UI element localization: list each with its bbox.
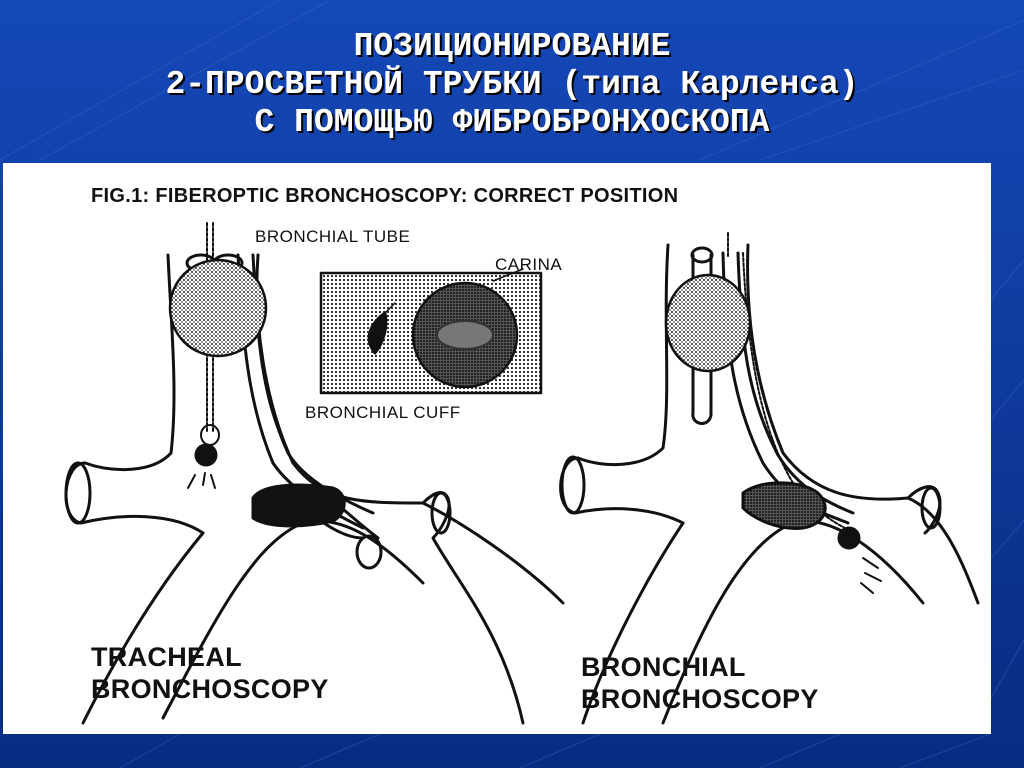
bronchoscopy-illustration (64, 222, 980, 725)
left-panel-label-line-2: BRONCHOSCOPY (91, 674, 329, 704)
left-panel-label: TRACHEAL BRONCHOSCOPY (91, 641, 329, 705)
right-panel-label-line-1: BRONCHIAL (581, 652, 746, 682)
label-carina: CARINA (495, 255, 563, 274)
figure-panel: FIG.1: FIBEROPTIC BRONCHOSCOPY: CORRECT … (3, 163, 991, 734)
left-tracheal-cuff (168, 258, 268, 358)
right-panel-label: BRONCHIAL BRONCHOSCOPY (581, 651, 819, 715)
left-bronchial-cuff (251, 483, 346, 528)
right-bronchial-cuff (741, 481, 827, 530)
label-bronchial-tube: BRONCHIAL TUBE (255, 227, 411, 246)
label-bronchial-cuff: BRONCHIAL CUFF (305, 403, 461, 422)
title-line-2: 2-ПРОСВЕТНОЙ ТРУБКИ (типа Карленса) (165, 66, 859, 103)
right-tracheal-cuff (664, 273, 752, 373)
figure-caption: FIG.1: FIBEROPTIC BRONCHOSCOPY: CORRECT … (91, 185, 679, 207)
right-scope-tip (837, 526, 861, 550)
title-line-3: С ПОМОЩЬЮ ФИБРОБРОНХОСКОПА (254, 104, 770, 141)
slide-title: ПОЗИЦИОНИРОВАНИЕ 2-ПРОСВЕТНОЙ ТРУБКИ (ти… (0, 28, 1024, 142)
right-panel-label-line-2: BRONCHOSCOPY (581, 684, 819, 714)
left-scope-tip (194, 443, 218, 467)
left-panel-label-line-1: TRACHEAL (91, 642, 242, 672)
right-airway-drawing (559, 232, 980, 725)
title-line-1: ПОЗИЦИОНИРОВАНИЕ (353, 28, 671, 65)
